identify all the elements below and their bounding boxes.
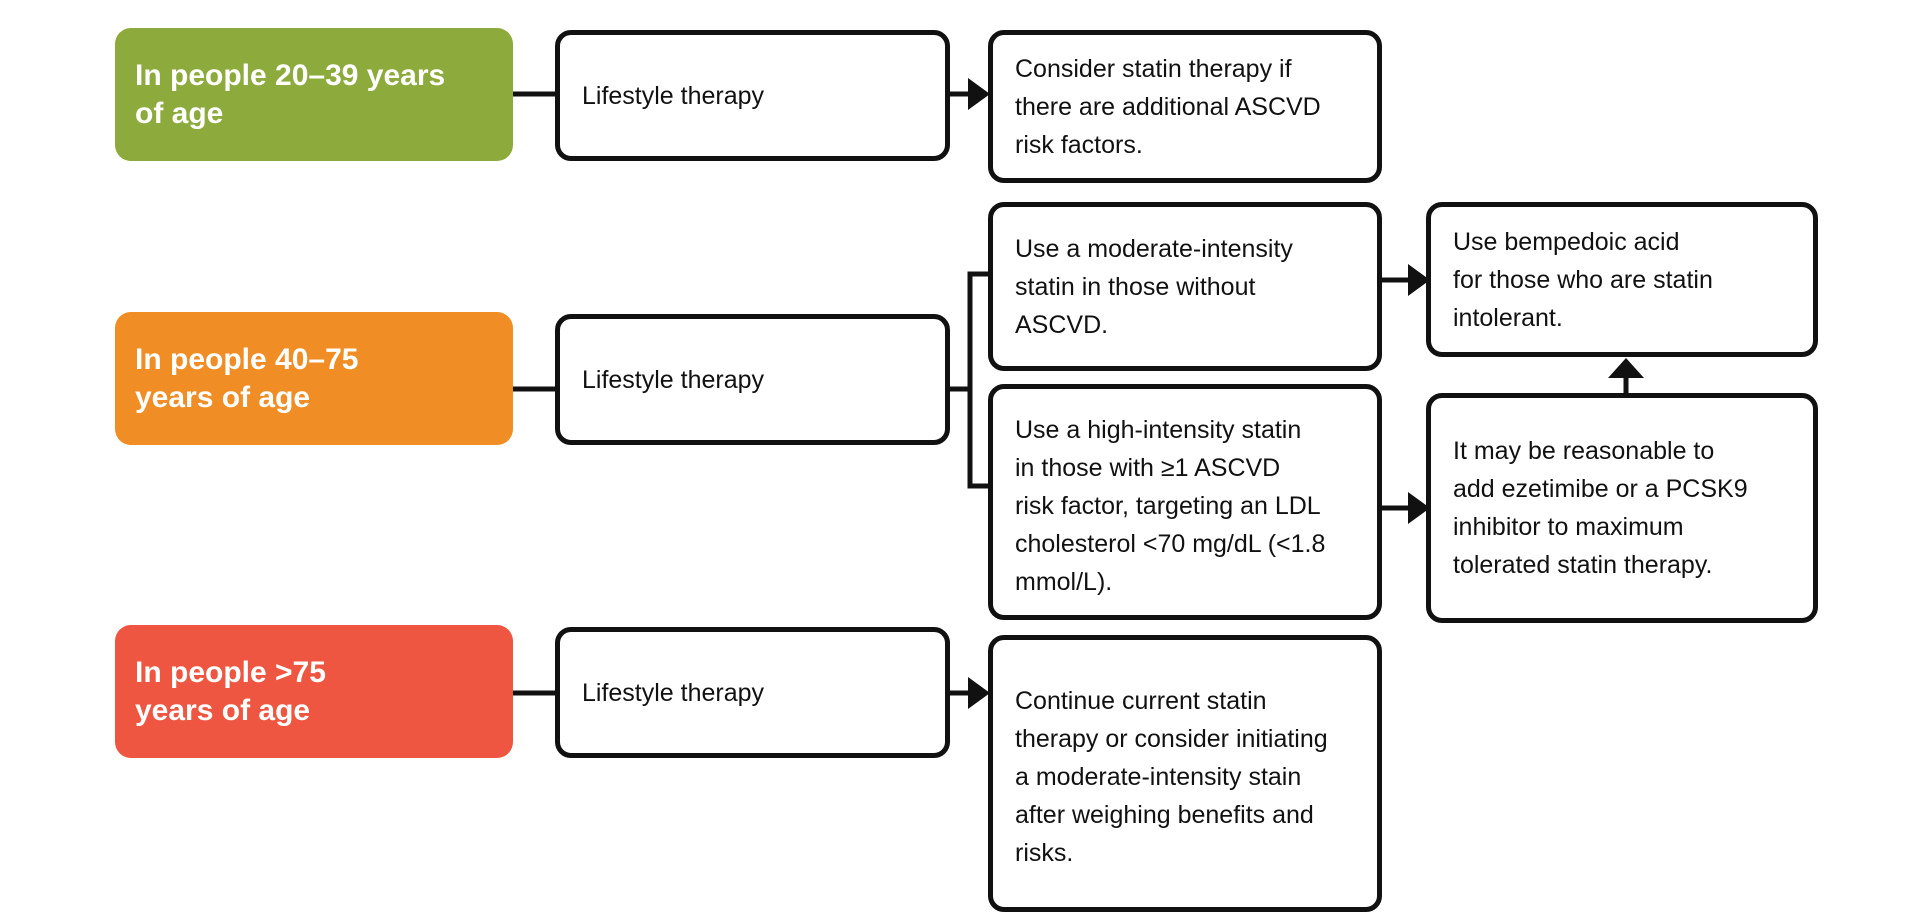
age-label: In people 40–75 years of age (135, 342, 359, 414)
high-intensity-text: Use a high-intensity statin in those wit… (1015, 416, 1326, 596)
moderate-intensity-box: Use a moderate-intensity statin in those… (988, 202, 1382, 371)
age-label: In people 20–39 years of age (135, 58, 446, 130)
lifestyle-box-row2: Lifestyle therapy (555, 314, 950, 445)
arrowhead-row3 (968, 677, 990, 709)
outcome-box-row1: Consider statin therapy if there are add… (988, 30, 1382, 183)
ezetimibe-text: It may be reasonable to add ezetimibe or… (1453, 437, 1748, 579)
arrowhead-up-bempedoic (1608, 358, 1644, 378)
age-box-over-75: In people >75 years of age (115, 625, 513, 758)
connector-branch-bracket (967, 271, 993, 489)
outcome-box-row3: Continue current statin therapy or consi… (988, 635, 1382, 912)
ezetimibe-box: It may be reasonable to add ezetimibe or… (1426, 393, 1818, 623)
age-box-40-75: In people 40–75 years of age (115, 312, 513, 445)
bempedoic-acid-box: Use bempedoic acid for those who are sta… (1426, 202, 1818, 357)
lifestyle-box-row1: Lifestyle therapy (555, 30, 950, 161)
lifestyle-label: Lifestyle therapy (582, 81, 765, 110)
arrowhead-to-bempedoic (1408, 264, 1430, 296)
outcome-text: Consider statin therapy if there are add… (1015, 54, 1321, 159)
age-box-20-39: In people 20–39 years of age (115, 28, 513, 161)
lifestyle-label: Lifestyle therapy (582, 678, 765, 707)
arrowhead-to-ezetimibe (1408, 492, 1430, 524)
lifestyle-label: Lifestyle therapy (582, 365, 765, 394)
high-intensity-box: Use a high-intensity statin in those wit… (988, 384, 1382, 620)
moderate-intensity-text: Use a moderate-intensity statin in those… (1015, 234, 1293, 339)
arrowhead-row1 (968, 78, 990, 110)
lifestyle-box-row3: Lifestyle therapy (555, 627, 950, 758)
outcome-text: Continue current statin therapy or consi… (1015, 687, 1328, 867)
age-label: In people >75 years of age (135, 655, 326, 727)
bempedoic-acid-text: Use bempedoic acid for those who are sta… (1453, 227, 1713, 332)
